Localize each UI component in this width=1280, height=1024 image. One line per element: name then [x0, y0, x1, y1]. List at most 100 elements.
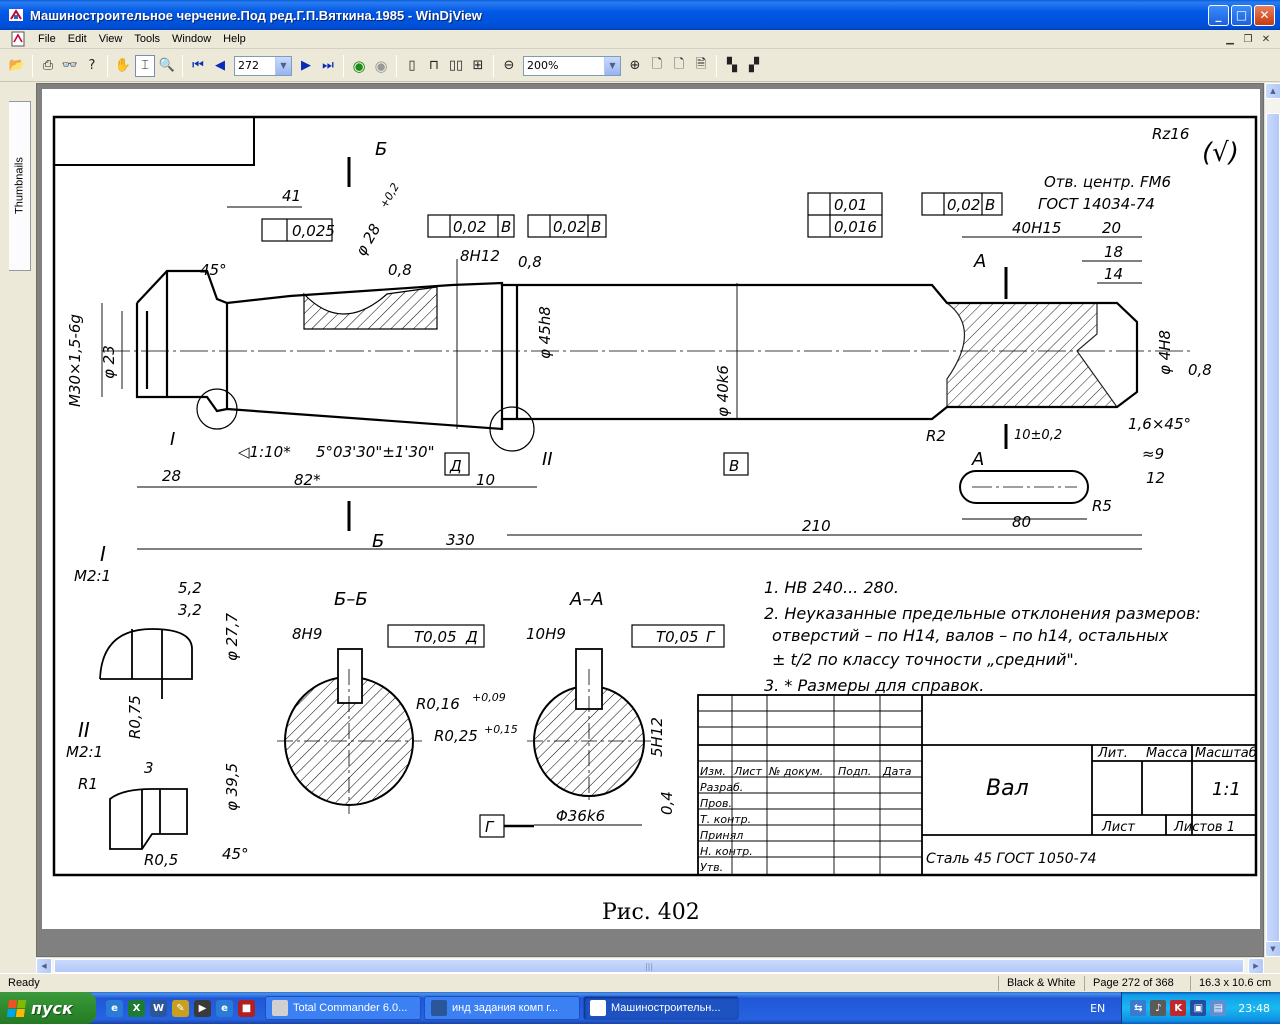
menu-view[interactable]: View [98, 33, 123, 45]
network-icon[interactable]: ⇆ [1130, 1000, 1147, 1016]
select-tool-icon[interactable]: ⌶ [135, 54, 155, 77]
title-block-tkontr: Т. контр. [700, 813, 751, 826]
document-icon[interactable] [10, 31, 26, 47]
section-AA-d36: Φ36k6 [556, 807, 605, 825]
scroll-up-icon[interactable]: ▲ [1265, 83, 1280, 99]
status-page-size: 16.3 x 10.6 cm [1190, 975, 1280, 991]
zoom-combo[interactable]: 200% ▼ [523, 55, 621, 76]
last-page-icon[interactable]: ⏭ [322, 58, 334, 73]
tray-app-icon[interactable]: ▣ [1190, 1000, 1207, 1016]
back-icon[interactable]: ◉ [352, 56, 366, 75]
help-icon[interactable]: ? [88, 58, 96, 73]
toolbar-separator [396, 54, 397, 77]
detail-I-dim-r075: R0,75 [126, 695, 144, 739]
maximize-button[interactable]: □ [1231, 4, 1252, 26]
detail-II-dim-r1: R1 [78, 775, 98, 793]
section-AA-title: А–А [569, 589, 604, 610]
volume-icon[interactable]: ♪ [1150, 1000, 1167, 1016]
first-page-icon[interactable]: ⏮ [192, 58, 204, 73]
notepad-icon[interactable]: ✎ [172, 999, 189, 1017]
section-marker-B-bottom: Б [372, 531, 384, 552]
scroll-left-icon[interactable]: ◀ [36, 958, 52, 974]
scroll-right-icon[interactable]: ▶ [1248, 958, 1264, 974]
task-word-document[interactable]: инд задания комп г... [424, 996, 580, 1020]
roughness-08-c: 0,8 [1188, 361, 1212, 379]
mdi-restore-button[interactable]: ❐ [1243, 33, 1253, 45]
open-icon[interactable]: 📂 [8, 58, 26, 73]
section-BB-tolerance: Т0,05 [414, 628, 457, 646]
detail-I-title: I [100, 542, 106, 566]
menu-edit[interactable]: Edit [67, 33, 87, 45]
tolerance-runout-2-base: В [591, 218, 601, 236]
dimension-angle: 5°03'30"±1'30" [316, 443, 434, 461]
next-page-icon[interactable]: ▶ [301, 58, 311, 73]
vertical-scrollbar[interactable]: ▲ ▼ [1264, 83, 1280, 957]
fit-page-icon[interactable]: 🗋 [651, 56, 663, 72]
dimension-40h15: 40Н15 [1012, 219, 1061, 237]
vertical-scroll-thumb[interactable] [1266, 113, 1280, 943]
mdi-minimize-button[interactable]: ▁ [1226, 33, 1234, 45]
disk-icon[interactable]: ■ [238, 999, 255, 1017]
hand-tool-icon[interactable]: ✋ [114, 58, 132, 73]
start-button[interactable]: пуск [0, 992, 96, 1024]
horizontal-scroll-thumb[interactable]: ||| [54, 959, 1244, 973]
actual-size-icon[interactable]: 🗎 [695, 56, 707, 72]
chevron-down-icon[interactable]: ▼ [275, 56, 291, 75]
language-indicator[interactable]: EN [1090, 1001, 1106, 1015]
tray-app-icon[interactable]: ▤ [1210, 1000, 1227, 1016]
title-bar[interactable]: Машиностроительное черчение.Под ред.Г.П.… [0, 0, 1280, 30]
status-page: Page 272 of 368 [1084, 975, 1190, 991]
horizontal-scrollbar[interactable]: ◀ ||| ▶ [36, 957, 1264, 974]
close-button[interactable]: ✕ [1254, 4, 1275, 26]
menu-window[interactable]: Window [172, 33, 212, 45]
toolbar-separator [493, 54, 494, 77]
minimize-button[interactable]: _ [1208, 4, 1229, 26]
previous-page-icon[interactable]: ◀ [215, 58, 225, 73]
facing-pages-icon[interactable]: ▯▯ [448, 58, 464, 73]
roughness-general-label: (√) [1202, 138, 1239, 168]
detail-II-dim-r05: R0,5 [144, 851, 178, 869]
zoom-out-icon[interactable]: ⊖ [503, 58, 515, 73]
task-windjview[interactable]: Машиностроительн... [583, 996, 739, 1020]
dimension-chamfer: 1,6×45° [1128, 415, 1191, 433]
dimension-10-tolerance: 10±0,2 [1014, 428, 1062, 443]
find-icon[interactable]: 👓 [61, 58, 79, 73]
tab-thumbnails[interactable]: Thumbnails [9, 101, 31, 271]
browser-icon[interactable]: e [216, 999, 233, 1017]
fit-width-icon[interactable]: 🗋 [673, 56, 685, 72]
menu-tools[interactable]: Tools [134, 33, 161, 45]
print-icon[interactable]: ⎙ [42, 58, 54, 73]
antivirus-icon[interactable]: K [1170, 1000, 1187, 1016]
black-white-icon[interactable]: ▞ [749, 58, 759, 73]
zoom-tool-icon[interactable]: 🔍 [158, 58, 176, 73]
title-block-sheet: Лист [1101, 820, 1135, 835]
document-viewport[interactable]: Rz16 (√) Отв. центр. FМ6 ГОСТ 14034-74 0… [36, 83, 1264, 957]
dimension-taper: ◁1:10* [238, 443, 291, 461]
mdi-close-button[interactable]: ✕ [1261, 33, 1271, 45]
window-title: Машиностроительное черчение.Под ред.Г.П.… [30, 7, 482, 23]
forward-icon[interactable]: ◉ [374, 56, 388, 75]
color-mode-icon[interactable]: ▚ [727, 58, 737, 73]
single-page-icon[interactable]: ▯ [408, 58, 416, 73]
section-BB-r025: R0,25 [434, 727, 478, 745]
excel-icon[interactable]: X [128, 999, 145, 1017]
datum-V: В [729, 457, 739, 475]
scrollbar-corner [1264, 957, 1280, 973]
continuous-icon[interactable]: ⊓ [428, 58, 440, 73]
scroll-down-icon[interactable]: ▼ [1265, 941, 1280, 957]
section-AA-5h12: 5Н12 [648, 717, 666, 757]
media-icon[interactable]: ▶ [194, 999, 211, 1017]
ie-icon[interactable]: e [106, 999, 123, 1017]
section-BB-r016: R0,16 [416, 695, 460, 713]
callout-II: II [542, 449, 553, 470]
task-total-commander[interactable]: Total Commander 6.0... [265, 996, 421, 1020]
continuous-facing-icon[interactable]: ⊞ [472, 58, 484, 73]
page-number-value: 272 [238, 59, 259, 72]
menu-help[interactable]: Help [223, 33, 246, 45]
menu-file[interactable]: File [38, 33, 56, 45]
word-icon[interactable]: W [150, 999, 167, 1017]
chevron-down-icon[interactable]: ▼ [604, 56, 620, 75]
page-number-combo[interactable]: 272 ▼ [234, 55, 292, 76]
zoom-in-icon[interactable]: ⊕ [629, 58, 641, 73]
dimension-d28-tolerance: +0,2 [377, 181, 402, 211]
